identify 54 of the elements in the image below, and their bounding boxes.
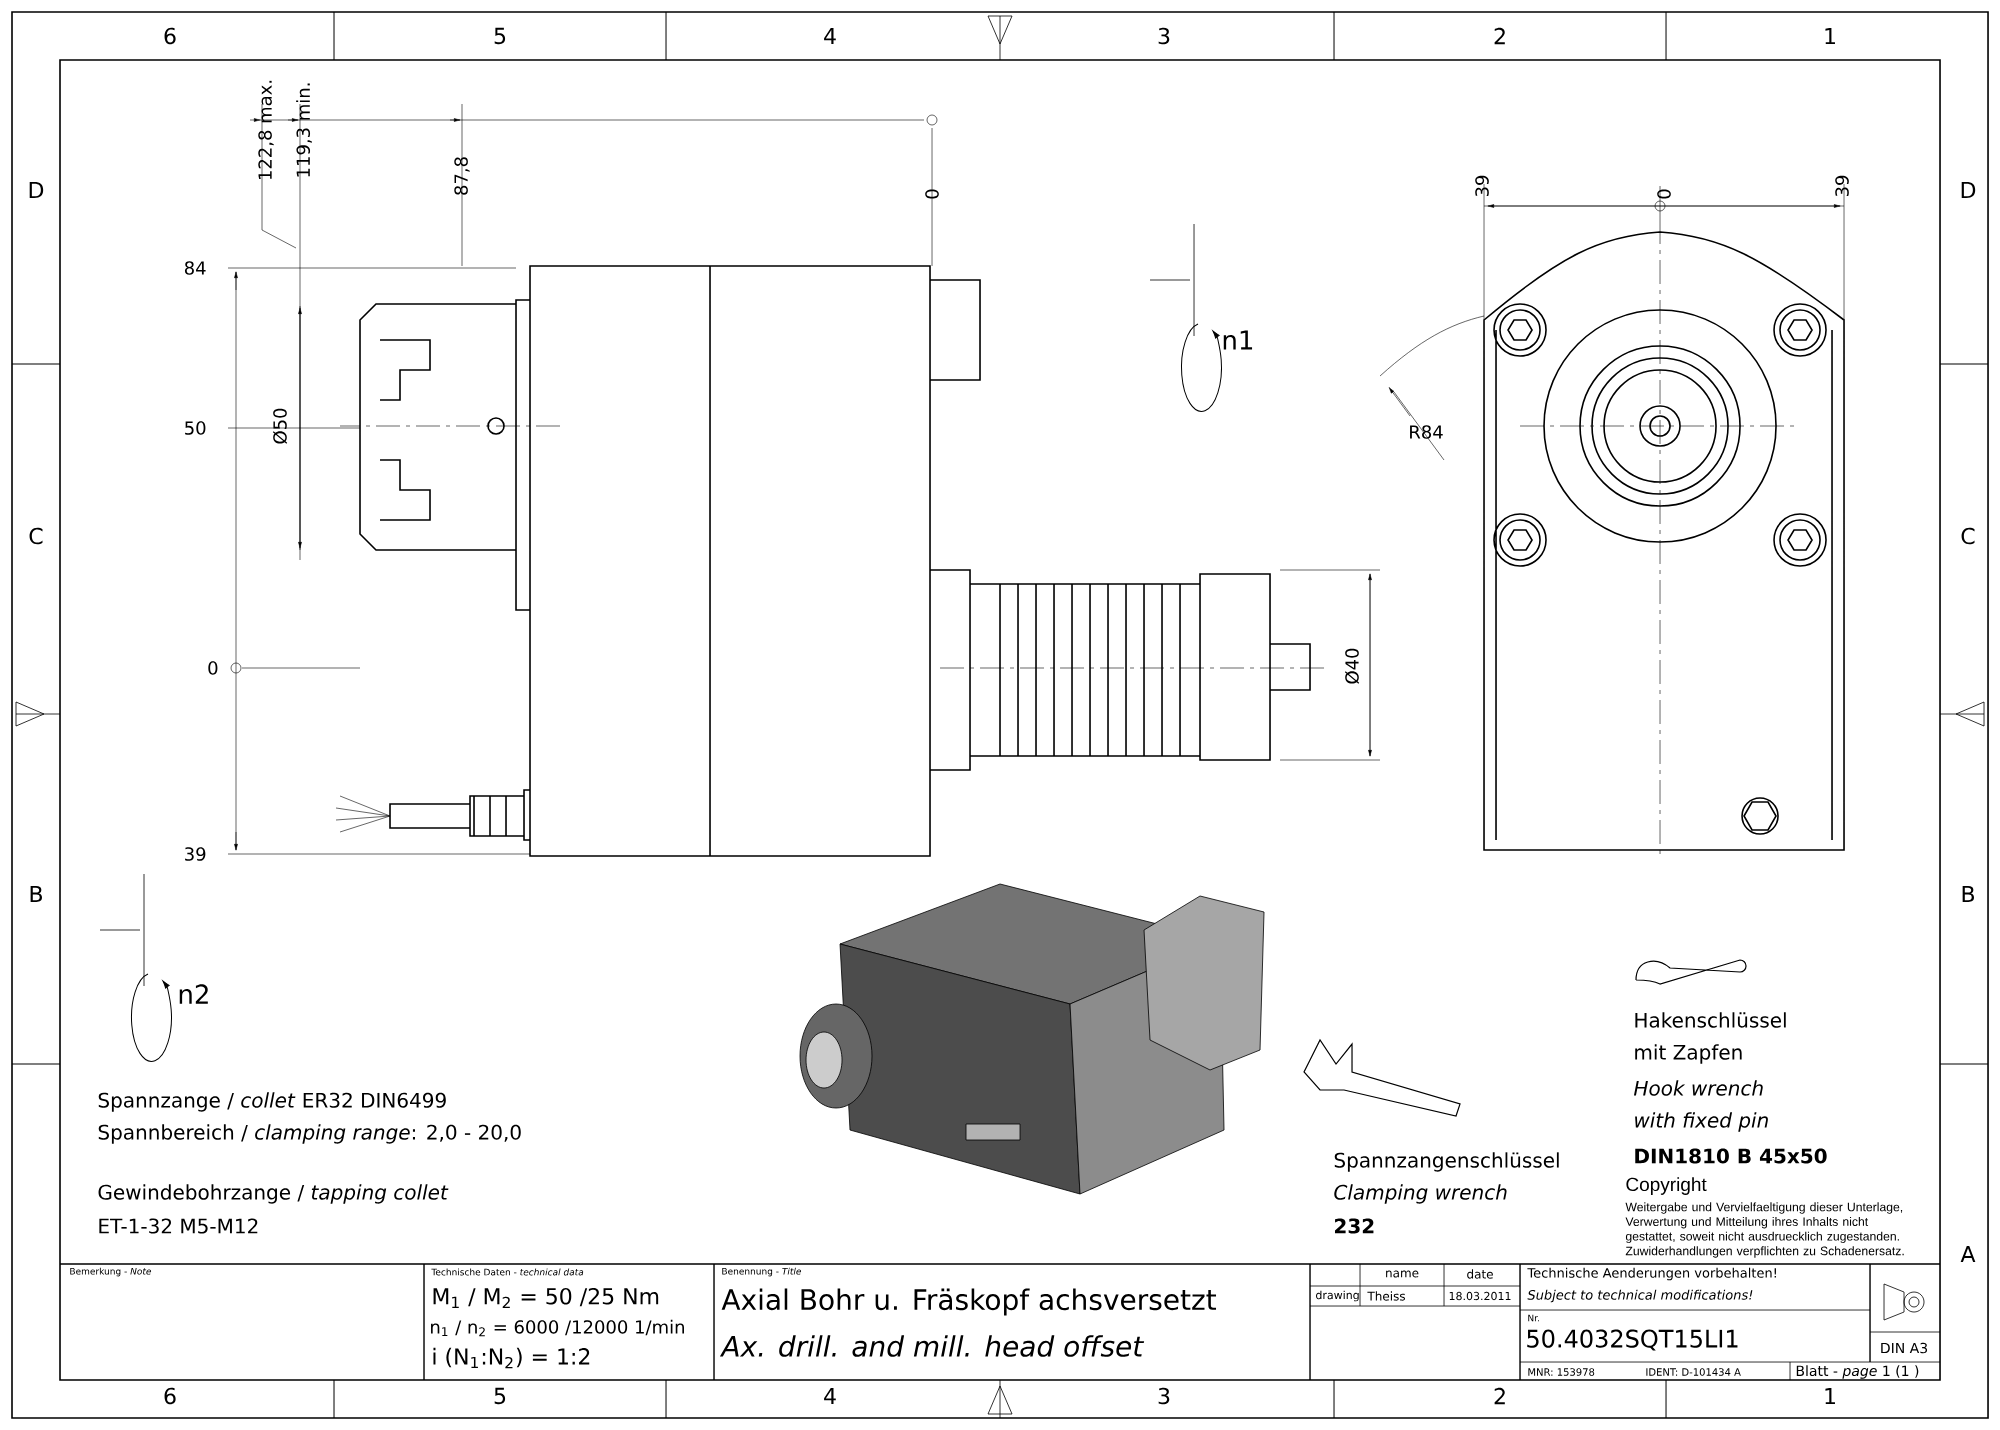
dimension-value: 39 (185, 847, 206, 861)
drawing-number: 50.4032SQT15LI1 (1527, 1329, 1738, 1351)
wrench-caption: DIN1810 B 45x50 (1635, 1148, 1827, 1164)
zone-letter: A (1960, 1246, 1976, 1263)
note-text: Spannbereich / clamping range: 2,0 - 20,0 (98, 1124, 521, 1144)
wrench-caption: Spannzangenschlüssel (1334, 1152, 1559, 1172)
zone-number: 2 (1494, 27, 1505, 45)
title-text: Axial Bohr u. Fräskopf achsversetzt (721, 1288, 1216, 1316)
zone-letter: B (30, 886, 42, 903)
note-text: ET-1-32 M5-M12 (99, 1218, 258, 1234)
zone-letter: B (1962, 886, 1974, 903)
note-text: Gewindebohrzange / tapping collet (98, 1184, 449, 1204)
zone-number: 6 (164, 27, 176, 45)
wrench-caption: Hakenschlüssel (1635, 1012, 1786, 1028)
zone-number: 4 (824, 28, 836, 44)
dimension-value: 50 (185, 421, 206, 435)
dimension-value: 87,8 (454, 157, 470, 195)
dimension-value: R84 (1410, 425, 1443, 439)
dimension-value: 0 (925, 189, 939, 199)
dimension-value: Ø50 (272, 408, 288, 444)
technical-data: n$_{1}$ / n$_{2}$ = 6000 /12000 1/min (431, 1319, 684, 1337)
wrench-caption: Clamping wrench (1334, 1184, 1507, 1204)
zone-letter: D (1961, 182, 1976, 198)
zone-letter: D (29, 182, 44, 198)
zone-number: 6 (164, 1387, 176, 1405)
rotation-label: n1 (1223, 330, 1253, 350)
dimension-value: 0 (208, 661, 218, 675)
dimension-value: 119,3 min. (296, 83, 312, 177)
dimension-value: 39 (1475, 175, 1489, 197)
dimension-value: Ø40 (1344, 648, 1360, 684)
dimension-value: 39 (1835, 175, 1849, 197)
technical-data: i (N$_{1}$:N$_{2}$) = 1:2 (433, 1347, 590, 1369)
copyright-heading: Copyright (1626, 1177, 1707, 1195)
dimension-value: 0 (1657, 189, 1671, 199)
zone-number: 3 (1158, 1387, 1170, 1405)
rotation-label: n2 (179, 984, 208, 1004)
zone-number: 2 (1494, 1387, 1505, 1405)
zone-number: 1 (1825, 28, 1835, 44)
title-text: Ax. drill. and mill. head offset (719, 1335, 1145, 1357)
zone-number: 1 (1825, 1388, 1835, 1405)
zone-number: 4 (824, 1388, 836, 1405)
wrench-caption: with fixed pin (1635, 1112, 1768, 1132)
wrench-caption: Hook wrench (1633, 1080, 1763, 1096)
zone-number: 5 (494, 27, 506, 45)
zone-letter: C (1961, 527, 1975, 545)
dimension-value: 122,8 max. (258, 80, 274, 180)
technical-data: M$_{1}$ / M$_{2}$ = 50 /25 Nm (433, 1287, 659, 1309)
wrench-caption: mit Zapfen (1635, 1044, 1742, 1064)
zone-number: 5 (494, 1387, 506, 1405)
wrench-caption: 232 (1335, 1218, 1374, 1234)
zone-number: 3 (1158, 27, 1170, 45)
zone-letter: C (29, 527, 43, 545)
note-text: Spannzange / collet ER32 DIN6499 (98, 1092, 446, 1112)
dimension-value: 84 (184, 261, 206, 275)
